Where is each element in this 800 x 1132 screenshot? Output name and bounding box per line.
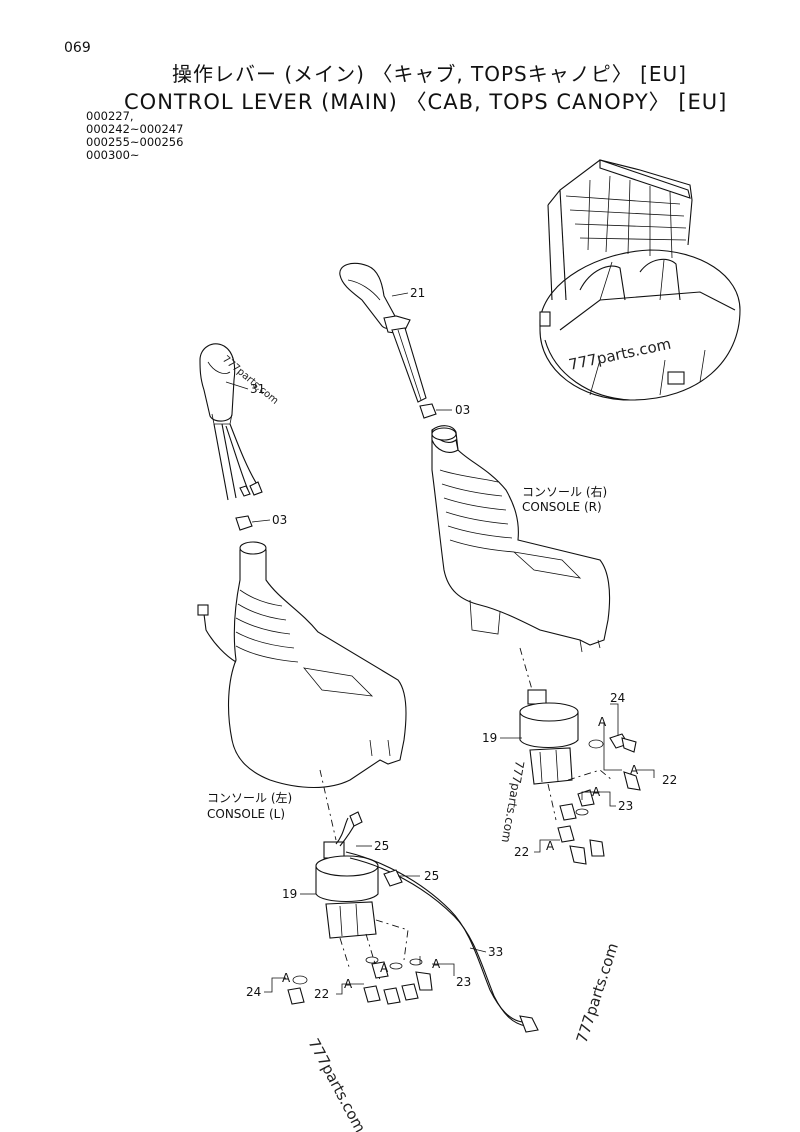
serial-range: 000227,	[86, 109, 134, 123]
callout-part-03: 03	[455, 403, 470, 417]
watermark-text: 777parts.com	[304, 1035, 369, 1132]
console-left-label-jp: コンソール (左)	[207, 790, 292, 805]
left-pilot-valve-19	[287, 769, 539, 1033]
callout-part-22: 22	[314, 987, 329, 1001]
group-a-marker: A	[344, 977, 353, 991]
callout-part-25: 25	[424, 869, 439, 883]
group-a-marker: A	[592, 785, 601, 799]
group-a-marker: A	[432, 957, 441, 971]
callout-part-22: 22	[662, 773, 677, 787]
right-pilot-valve-19	[519, 647, 641, 865]
group-a-marker: A	[380, 961, 389, 975]
callout-part-31: 31	[250, 382, 265, 396]
serial-range: 000255~000256	[86, 135, 184, 149]
callout-part-24: 24	[246, 985, 261, 999]
watermark-text: 777parts.com	[573, 941, 622, 1045]
page-title-japanese: 操作レバー (メイン) 〈キャブ, TOPSキャノピ〉 [EU]	[172, 62, 687, 86]
leader-lines	[225, 292, 655, 995]
callout-part-22: 22	[514, 845, 529, 859]
left-console-body	[197, 541, 407, 789]
page-number: 069	[64, 40, 91, 56]
right-console-body	[431, 425, 611, 653]
console-right-label-jp: コンソール (右)	[522, 484, 607, 499]
callout-part-23: 23	[456, 975, 471, 989]
group-a-marker: A	[630, 763, 639, 777]
callout-part-19: 19	[482, 731, 497, 745]
serial-range: 000242~000247	[86, 122, 184, 136]
callout-part-03: 03	[272, 513, 287, 527]
callout-part-19: 19	[282, 887, 297, 901]
callout-part-33: 33	[488, 945, 503, 959]
right-lever-grip-21	[339, 262, 437, 419]
callout-part-24: 24	[610, 691, 625, 705]
serial-number-list: 000227, 000242~000247 000255~000256 0003…	[86, 110, 183, 162]
callout-part-23: 23	[618, 799, 633, 813]
callout-part-25: 25	[374, 839, 389, 853]
left-lever-grip-31	[199, 343, 263, 531]
group-a-marker: A	[282, 971, 291, 985]
excavator-cab-illustration	[539, 159, 741, 401]
console-right-label-en: CONSOLE (R)	[522, 500, 602, 514]
callout-part-21: 21	[410, 286, 425, 300]
serial-range: 000300~	[86, 148, 140, 162]
watermark-text: 777parts.com	[499, 759, 527, 843]
console-left-label-en: CONSOLE (L)	[207, 807, 285, 821]
group-a-marker: A	[598, 715, 607, 729]
group-a-marker: A	[546, 839, 555, 853]
page-title-english: CONTROL LEVER (MAIN) 〈CAB, TOPS CANOPY〉 …	[124, 90, 728, 114]
